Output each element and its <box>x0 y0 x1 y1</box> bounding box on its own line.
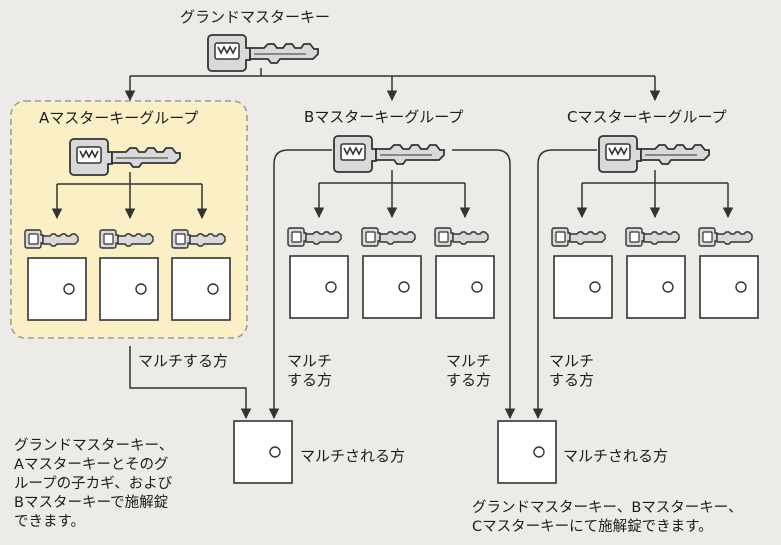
grand-master-key-icon <box>207 34 319 72</box>
door-icon <box>699 255 759 319</box>
note-right: グランドマスターキー、Bマスターキー、 Cマスターキーにて施解錠できます。 <box>472 500 743 535</box>
multi-source-label-b-right: マルチ する方 <box>446 352 492 389</box>
doors <box>27 255 759 321</box>
group-connectors <box>51 170 734 220</box>
door-icon <box>99 257 159 321</box>
door-icon <box>289 255 349 319</box>
note-left: グランドマスターキー、 Aマスターキーとそのグ ループの子カギ、および Bマスタ… <box>14 438 174 530</box>
group-b-master-key-icon <box>333 135 445 173</box>
multi-source-label-a: マルチする方 <box>138 352 229 370</box>
grand-master-key-label: グランドマスターキー <box>180 8 331 26</box>
child-key-icon <box>551 227 606 247</box>
grand-master-connectors <box>124 68 661 102</box>
child-key-icon <box>698 227 753 247</box>
group-c-master-key-icon <box>598 135 710 173</box>
child-key-icon <box>625 227 680 247</box>
door-icon <box>27 257 87 321</box>
door-icon <box>553 255 613 319</box>
group-b-label: Bマスターキーグループ <box>304 108 464 126</box>
child-key-icon <box>361 227 416 247</box>
child-key-icon <box>434 227 489 247</box>
group-c-label: Cマスターキーグループ <box>567 108 727 126</box>
multi-target-label-1: マルチされる方 <box>300 447 406 465</box>
child-key-icon <box>287 227 342 247</box>
multi-target-door-1 <box>233 420 293 484</box>
multi-target-label-2: マルチされる方 <box>563 447 669 465</box>
multi-source-label-c: マルチ する方 <box>549 352 595 389</box>
multi-connectors <box>129 149 597 420</box>
door-icon <box>626 255 686 319</box>
group-a-label: Aマスターキーグループ <box>39 109 199 127</box>
multi-source-label-b-left: マルチ する方 <box>287 352 333 389</box>
door-icon <box>171 257 231 321</box>
door-icon <box>435 255 495 319</box>
door-icon <box>362 255 422 319</box>
multi-target-door-2 <box>497 420 557 484</box>
